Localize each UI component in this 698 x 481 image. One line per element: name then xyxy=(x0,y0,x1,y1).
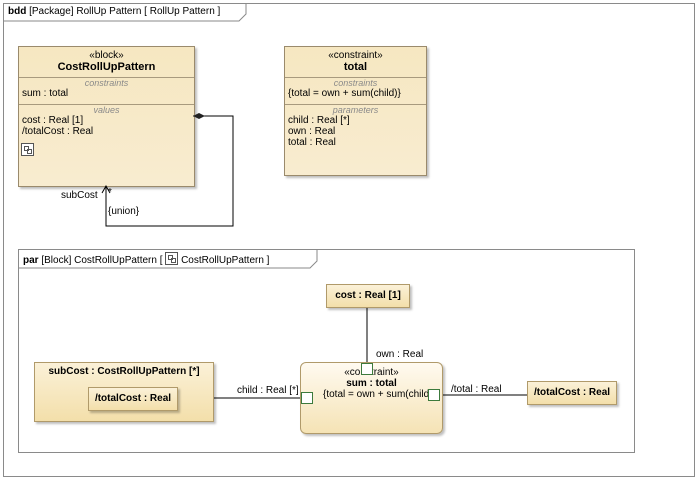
costrollup-stereotype: «block» xyxy=(89,50,124,61)
internal-structure-icon xyxy=(165,252,179,265)
total-name: total xyxy=(343,61,368,73)
total-port[interactable] xyxy=(428,389,440,401)
costrollup-value-cost: cost : Real [1] xyxy=(22,115,84,126)
costrollup-values-title: values xyxy=(93,105,120,115)
total-constraint-expr: {total = own + sum(child)} xyxy=(288,88,401,99)
par-frame-title-post: CostRollUpPattern ] xyxy=(181,255,270,266)
total-stereotype: «constraint» xyxy=(328,50,383,61)
internal-structure-icon xyxy=(21,143,34,156)
own-label: own : Real xyxy=(376,349,424,360)
bdd-frame-tab-outline xyxy=(3,3,247,22)
totalcost-part-label: /totalCost : Real xyxy=(533,387,611,398)
bdd-frame-title: [Package] RollUp Pattern [ RollUp Patter… xyxy=(29,6,221,17)
bdd-frame-kind: bdd xyxy=(8,6,27,17)
subcost-totalcost-label: /totalCost : Real xyxy=(94,393,172,404)
subcost-totalcost-part[interactable]: /totalCost : Real xyxy=(88,387,178,411)
total-param-total: total : Real xyxy=(288,137,336,148)
par-frame-header: par [Block] CostRollUpPattern [ CostRoll… xyxy=(19,252,278,266)
costrollup-name: CostRollUpPattern xyxy=(57,61,156,73)
association-arrow xyxy=(101,184,111,194)
par-frame-kind: par xyxy=(23,255,39,266)
child-label: child : Real [*] xyxy=(237,385,299,396)
association-end-name: subCost xyxy=(61,190,98,201)
par-frame: par [Block] CostRollUpPattern [ CostRoll… xyxy=(18,249,635,453)
child-port[interactable] xyxy=(301,392,313,404)
sum-expression: {total = own + sum(child)} xyxy=(323,389,429,400)
cost-part[interactable]: cost : Real [1] xyxy=(326,284,410,308)
total-label: /total : Real xyxy=(451,384,502,395)
association-union-constraint: {union} xyxy=(108,206,140,217)
total-param-child: child : Real [*] xyxy=(288,115,350,126)
bdd-frame-header: bdd [Package] RollUp Pattern [ RollUp Pa… xyxy=(4,4,229,20)
subcost-part[interactable]: subCost : CostRollUpPattern [*] /totalCo… xyxy=(34,362,214,422)
bdd-frame: bdd [Package] RollUp Pattern [ RollUp Pa… xyxy=(3,3,695,477)
composition-diamond xyxy=(193,113,205,119)
cost-part-label: cost : Real [1] xyxy=(335,290,401,301)
total-constraints-title: constraints xyxy=(333,78,378,88)
costrollup-block[interactable]: «block» CostRollUpPattern constraints su… xyxy=(18,46,195,187)
totalcost-part[interactable]: /totalCost : Real xyxy=(527,381,617,405)
association-multiplicity: * xyxy=(108,187,112,198)
costrollup-constraint-sum: sum : total xyxy=(22,88,69,99)
subcost-part-label: subCost : CostRollUpPattern [*] xyxy=(48,366,200,377)
total-constraint-block[interactable]: «constraint» total constraints {total = … xyxy=(284,46,427,176)
total-param-own: own : Real xyxy=(288,126,336,137)
own-port[interactable] xyxy=(361,363,373,375)
costrollup-constraints-title: constraints xyxy=(84,78,129,88)
sum-name: sum : total xyxy=(346,378,397,389)
par-frame-title-pre: [Block] CostRollUpPattern [ xyxy=(41,255,163,266)
par-frame-tab-outline xyxy=(18,249,318,269)
total-parameters-title: parameters xyxy=(332,105,379,115)
costrollup-value-totalcost: /totalCost : Real xyxy=(22,126,94,137)
